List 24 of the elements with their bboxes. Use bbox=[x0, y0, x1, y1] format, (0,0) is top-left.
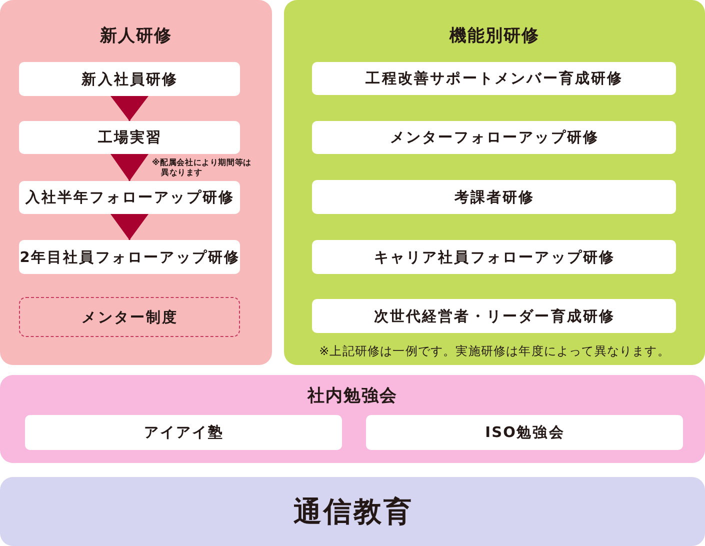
footnote: ※配属会社により期間等は異なります bbox=[152, 158, 252, 178]
arrow bbox=[110, 214, 148, 240]
course-box: 工程改善サポートメンバー育成研修 bbox=[312, 62, 676, 95]
course-box: 入社半年フォローアップ研修 bbox=[19, 181, 240, 214]
footnote: ※上記研修は一例です。実施研修は年度によって異なります。 bbox=[319, 343, 670, 359]
course-box: キャリア社員フォローアップ研修 bbox=[312, 240, 676, 274]
course-box: 考課者研修 bbox=[312, 180, 676, 214]
dashed-box: メンター制度 bbox=[19, 297, 240, 337]
category-panel bbox=[284, 0, 705, 365]
course-box: 次世代経営者・リーダー育成研修 bbox=[312, 299, 676, 333]
arrow bbox=[110, 96, 148, 121]
category-band: 通信教育 bbox=[0, 477, 705, 546]
category-panel bbox=[0, 0, 272, 365]
panel-title: 社内勉強会 bbox=[308, 385, 398, 408]
course-box: 工場実習 bbox=[19, 121, 240, 154]
arrow bbox=[110, 154, 148, 181]
course-box: メンターフォローアップ研修 bbox=[312, 121, 676, 154]
course-box: アイアイ塾 bbox=[25, 415, 342, 450]
category-panel bbox=[0, 375, 705, 463]
course-box: 2年目社員フォローアップ研修 bbox=[19, 240, 240, 274]
course-box: ISO勉強会 bbox=[366, 415, 683, 450]
panel-title: 機能別研修 bbox=[450, 25, 540, 48]
course-box: 新入社員研修 bbox=[19, 62, 240, 96]
panel-title: 新人研修 bbox=[100, 25, 172, 48]
